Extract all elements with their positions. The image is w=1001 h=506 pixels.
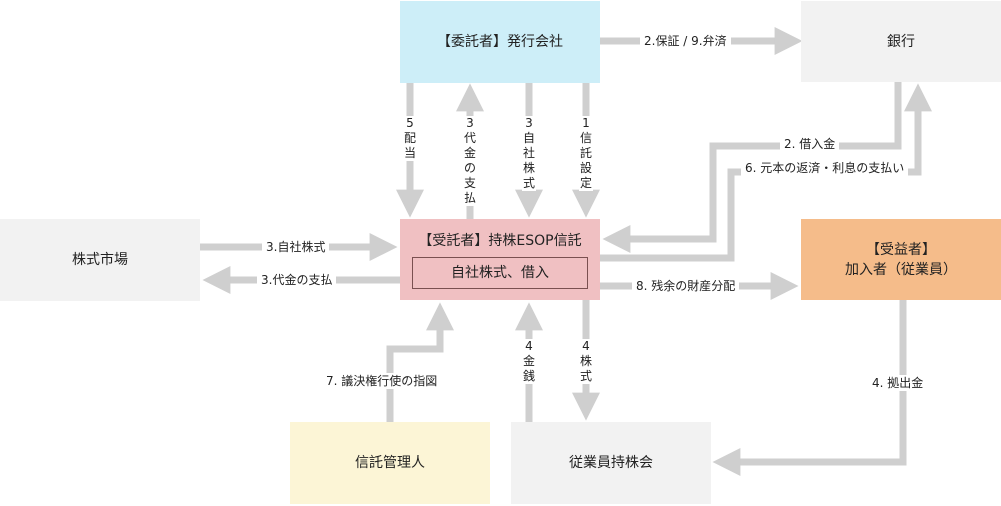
label-money: 4金銭 <box>522 339 536 384</box>
arrow-borrowing <box>602 82 902 253</box>
esop-assoc-box: 従業員持株会 <box>511 422 711 504</box>
beneficiary-name: 加入者（従業員） <box>845 261 957 278</box>
trust-inner-label: 自社株式、借入 <box>451 265 549 281</box>
trust-box: 【受託者】持株ESOP信託 自社株式、借入 <box>400 219 600 300</box>
trust-admin-box: 信託管理人 <box>290 422 490 504</box>
label-trust-setup: 1信託設定 <box>579 116 593 191</box>
label-market-shares: 3.自社株式 <box>262 239 330 255</box>
beneficiary-role: 【受益者】 <box>866 241 936 258</box>
label-residual: 8. 残余の財産分配 <box>632 278 740 294</box>
trust-title: 【受託者】持株ESOP信託 <box>418 233 582 249</box>
label-borrowing: 2. 借入金 <box>780 136 840 152</box>
bank-label: 銀行 <box>887 33 915 50</box>
label-voting: 7. 議決権行使の指図 <box>322 373 442 389</box>
esop-assoc-label: 従業員持株会 <box>569 455 653 471</box>
issuer-label: 【委託者】発行会社 <box>437 34 563 50</box>
label-repayment: 6. 元本の返済・利息の支払い <box>741 160 909 176</box>
issuer-box: 【委託者】発行会社 <box>400 1 600 83</box>
trust-admin-label: 信託管理人 <box>355 455 425 471</box>
label-contribution: 4. 拠出金 <box>868 375 928 391</box>
label-dividend: 5配当 <box>403 116 417 161</box>
beneficiary-box: 【受益者】 加入者（従業員） <box>801 219 1001 300</box>
trust-inner-box: 自社株式、借入 <box>412 257 588 289</box>
market-box: 株式市場 <box>0 219 200 301</box>
bank-box: 銀行 <box>801 1 1001 82</box>
arrow-repayment <box>600 83 932 262</box>
label-shares4: 4株式 <box>579 339 593 384</box>
label-guarantee: 2.保証 / 9.弁済 <box>640 33 731 49</box>
market-label: 株式市場 <box>72 252 128 268</box>
arrow-contribution <box>712 300 907 476</box>
label-market-payment: 3.代金の支払 <box>257 272 337 288</box>
label-own-shares-down: 3自社株式 <box>522 116 536 191</box>
label-payment-up: 3代金の支払 <box>463 116 477 206</box>
arrow-voting <box>386 302 454 422</box>
